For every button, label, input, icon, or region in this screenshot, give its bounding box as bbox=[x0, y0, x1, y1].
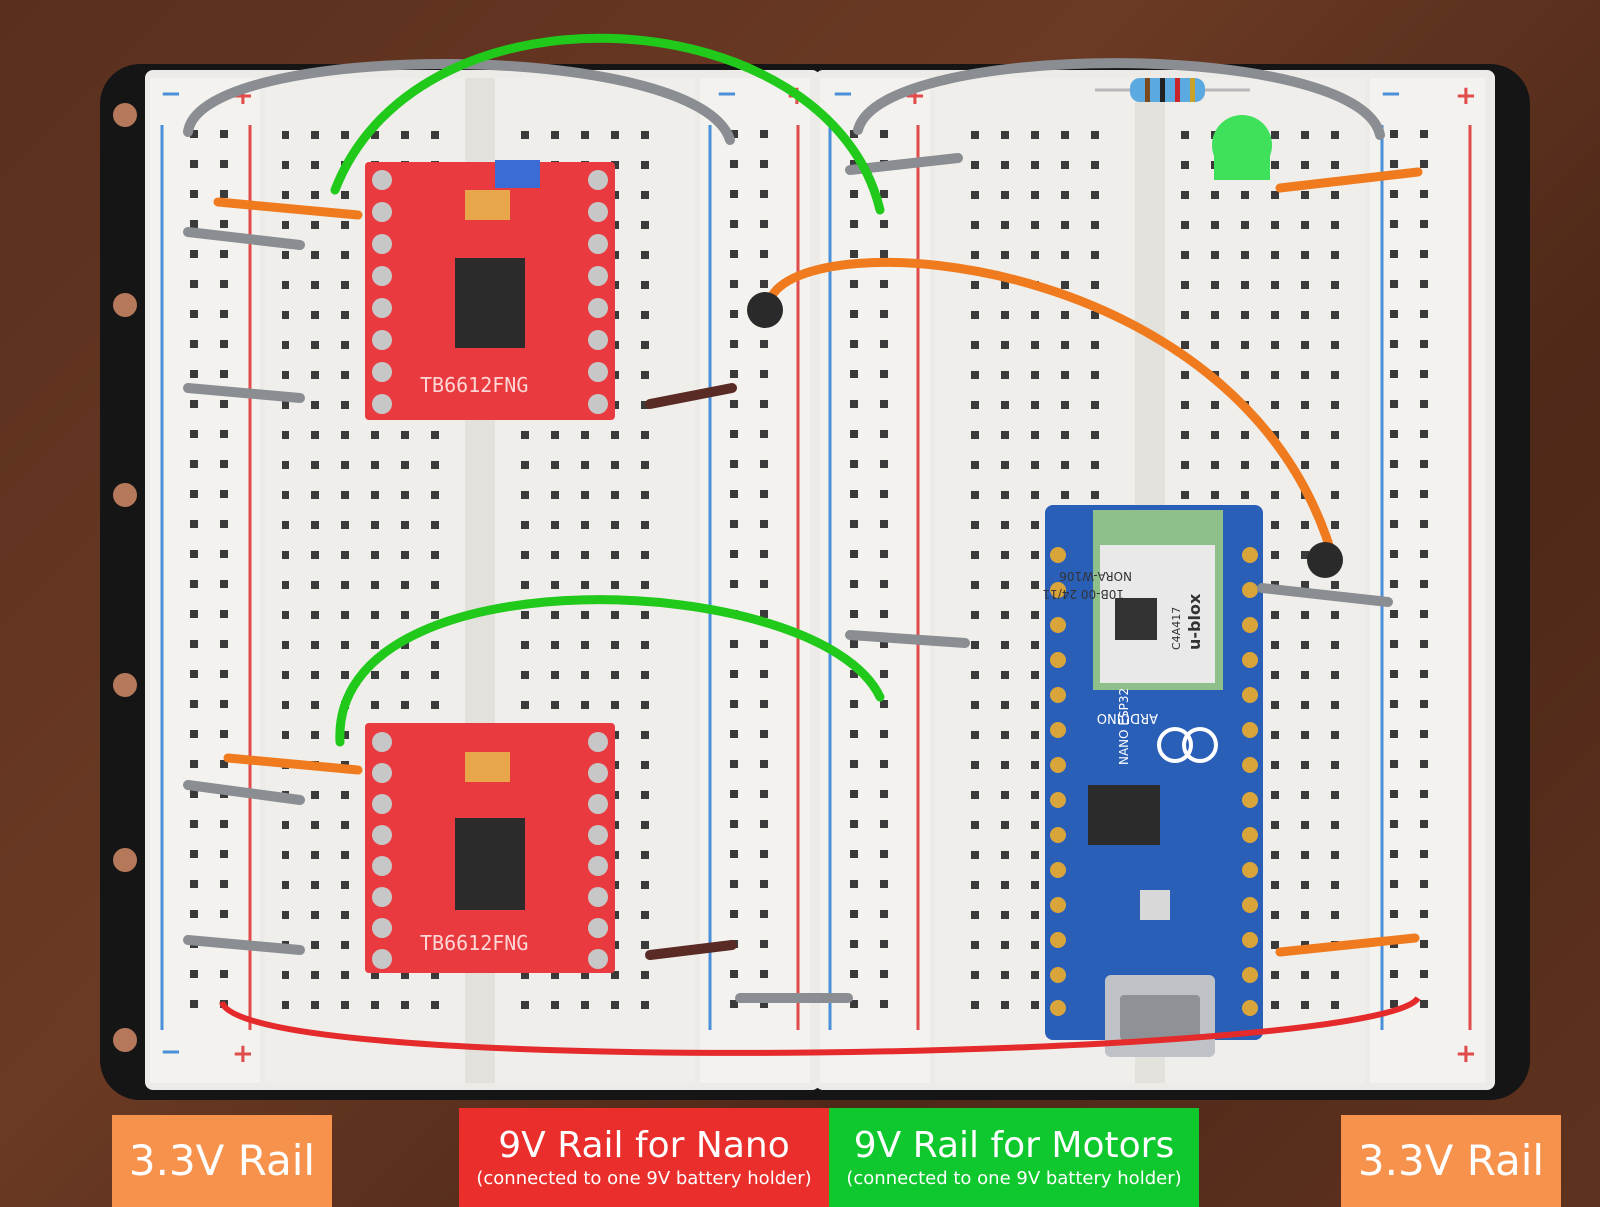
driver-top-label: TB6612FNG bbox=[420, 373, 528, 397]
motor-rail-note: (connected to one 9V battery holder) bbox=[846, 1167, 1182, 1189]
svg-text:−: − bbox=[1380, 79, 1402, 109]
right-rail-title: 3.3V Rail bbox=[1357, 1136, 1545, 1185]
nano-rail-note: (connected to one 9V battery holder) bbox=[476, 1167, 812, 1189]
svg-text:−: − bbox=[160, 79, 182, 109]
arduino-nano-esp32: NORA-W106 10B-00 24/11 u-blox C4A417 ARD… bbox=[1043, 505, 1263, 1057]
nano-rail-title: 9V Rail for Nano bbox=[498, 1124, 790, 1166]
motors-9v-rail-label: 9V Rail for Motors (connected to one 9V … bbox=[829, 1108, 1199, 1207]
orange-wires bbox=[213, 167, 1423, 957]
left-3v3-rail-label: 3.3V Rail bbox=[112, 1115, 332, 1207]
svg-text:+: + bbox=[232, 1039, 254, 1069]
arduino-model: NANO ESP32 bbox=[1117, 688, 1131, 765]
driver-bottom-label: TB6612FNG bbox=[420, 931, 528, 955]
led bbox=[1212, 115, 1272, 180]
wifi-module-model: NORA-W106 bbox=[1059, 569, 1132, 583]
svg-text:+: + bbox=[1455, 81, 1477, 111]
arduino-brand: ARDUINO bbox=[1097, 710, 1158, 725]
svg-text:+: + bbox=[1455, 1039, 1477, 1069]
right-3v3-rail-label: 3.3V Rail bbox=[1341, 1115, 1561, 1207]
svg-text:−: − bbox=[716, 79, 738, 109]
left-rail-title: 3.3V Rail bbox=[128, 1136, 316, 1185]
motor-driver-top: TB6612FNG bbox=[365, 160, 615, 420]
svg-text:−: − bbox=[832, 79, 854, 109]
motor-driver-bottom: TB6612FNG bbox=[365, 723, 615, 973]
resistor bbox=[1095, 78, 1250, 102]
mounting-screws bbox=[113, 103, 137, 1052]
motor-rail-arcs bbox=[330, 33, 885, 747]
wifi-module-id: C4A417 bbox=[1170, 607, 1183, 650]
gray-wires bbox=[183, 58, 1393, 1003]
motor-rail-title: 9V Rail for Motors bbox=[853, 1124, 1175, 1166]
wifi-module-brand: u-blox bbox=[1185, 593, 1204, 650]
red-wire bbox=[219, 995, 1421, 1056]
wifi-module-code: 10B-00 24/11 bbox=[1043, 587, 1125, 601]
svg-text:−: − bbox=[160, 1037, 182, 1067]
nano-9v-rail-label: 9V Rail for Nano (connected to one 9V ba… bbox=[459, 1108, 829, 1207]
